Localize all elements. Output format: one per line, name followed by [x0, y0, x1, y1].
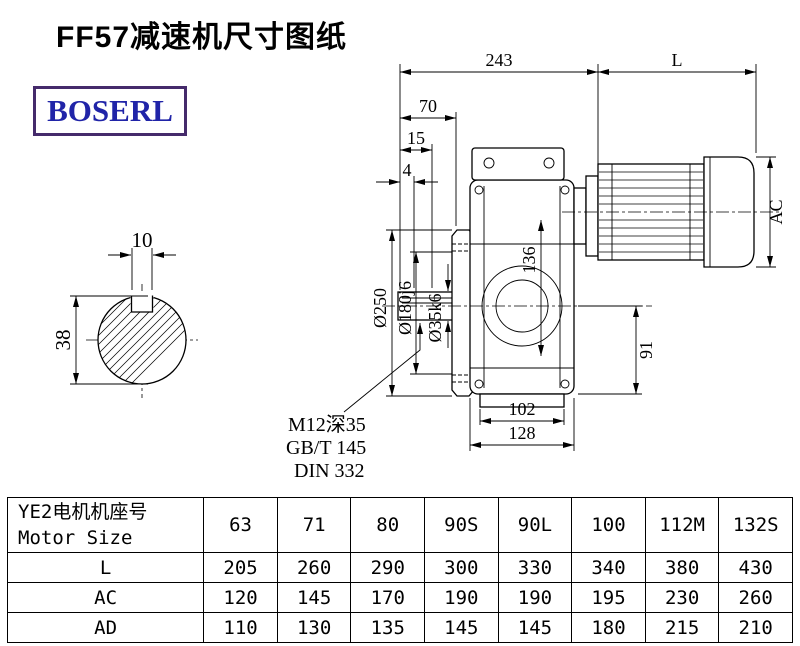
keyway-outline	[130, 295, 154, 313]
bolt-hole	[560, 379, 570, 389]
dimension-key-width: 10	[108, 228, 176, 290]
shaft-section-view: 10 38	[51, 228, 198, 398]
dim-shaft-height-label: 38	[51, 330, 75, 351]
table-cell: 290	[350, 552, 426, 583]
dimension-102: 102	[479, 399, 565, 425]
bottom-step	[479, 393, 565, 408]
table-cell: 120	[203, 582, 278, 613]
table-header-row: YE2电机机座号 Motor Size 63 71 80 90S 90L 100…	[6, 497, 793, 553]
table-cell: 135	[350, 612, 426, 643]
table-cell: 190	[424, 582, 499, 613]
bolt-hole	[474, 379, 484, 389]
dim-91-label: 91	[636, 341, 656, 359]
column-header: 90L	[497, 497, 573, 553]
table-cell: 145	[497, 612, 573, 643]
dimension-spigot-dia: Ø180j6	[395, 251, 452, 375]
table-cell: 110	[203, 612, 278, 643]
dimension-70: 70	[400, 96, 457, 226]
bolt-hole	[560, 185, 570, 195]
dimension-128: 128	[469, 398, 575, 451]
bolt-hole	[474, 185, 484, 195]
table-cell: 260	[718, 582, 793, 613]
keyway-void	[130, 291, 154, 312]
motor-size-header: YE2电机机座号 Motor Size	[6, 497, 205, 553]
mounting-hole	[543, 157, 555, 169]
dimension-243: 243	[399, 50, 599, 290]
dimension-136: 136	[519, 220, 544, 356]
column-header: 80	[350, 497, 426, 553]
dim-128-label: 128	[509, 423, 536, 443]
dim-AC-label: AC	[766, 199, 786, 224]
motor-size-table: YE2电机机座号 Motor Size 63 71 80 90S 90L 100…	[6, 497, 793, 643]
table-cell: 380	[644, 552, 720, 583]
top-mounting-plate	[471, 147, 565, 181]
table-row-AD: AD 110 130 135 145 145 180 215 210	[6, 612, 793, 643]
motor-flange	[585, 175, 599, 257]
table-cell: 340	[571, 552, 646, 583]
dim-flange-dia-label: Ø250	[370, 288, 390, 328]
dim-L-label: L	[672, 50, 683, 70]
dim-243-label: 243	[486, 50, 513, 70]
dim-key-width-label: 10	[132, 228, 153, 252]
dimension-4: 4	[376, 160, 438, 288]
row-label: L	[6, 552, 205, 583]
table-cell: 205	[203, 552, 278, 583]
table-cell: 430	[718, 552, 793, 583]
column-header: 112M	[644, 497, 720, 553]
dim-4-label: 4	[403, 160, 412, 180]
note-din-standard: DIN 332	[294, 460, 365, 482]
dim-spigot-dia-label: Ø180j6	[395, 281, 415, 335]
table-cell: 145	[276, 582, 352, 613]
dimension-15: 15	[400, 128, 433, 288]
dimensions: 243 L 70 15 4	[286, 50, 786, 482]
note-gb-standard: GB/T 145	[286, 437, 366, 459]
table-cell: 145	[424, 612, 499, 643]
gearbox-front-view	[382, 147, 782, 408]
column-header: 132S	[718, 497, 793, 553]
gear-housing	[469, 147, 575, 408]
table-cell: 300	[424, 552, 499, 583]
dim-102-label: 102	[509, 399, 536, 419]
row-label: AD	[6, 612, 205, 643]
dim-70-label: 70	[419, 96, 437, 116]
table-cell: 230	[644, 582, 720, 613]
table-cell: 210	[718, 612, 793, 643]
column-header: 63	[203, 497, 278, 553]
table-cell: 190	[497, 582, 573, 613]
dimension-shaft-dia: Ø35k6	[425, 264, 451, 348]
table-cell: 260	[276, 552, 352, 583]
dim-136-label: 136	[519, 247, 539, 274]
dimension-L: L	[598, 50, 757, 153]
dim-shaft-dia-label: Ø35k6	[425, 294, 445, 343]
table-cell: 180	[571, 612, 646, 643]
dimension-drawing: 10 38	[51, 50, 786, 482]
dimension-AC: AC	[756, 156, 786, 268]
input-adapter	[573, 187, 587, 245]
column-header: 100	[571, 497, 646, 553]
table-row-L: L 205 260 290 300 330 340 380 430	[6, 552, 793, 583]
dimension-flange-dia: Ø250	[370, 229, 452, 397]
table-cell: 215	[644, 612, 720, 643]
page-title: FF57减速机尺寸图纸	[56, 21, 348, 54]
row-label: AC	[6, 582, 205, 613]
motor-size-header-en: Motor Size	[18, 527, 133, 549]
thread-note: M12深35 GB/T 145 DIN 332	[286, 323, 423, 482]
motor-fins	[599, 171, 703, 253]
column-header: 90S	[424, 497, 499, 553]
table-cell: 130	[276, 612, 352, 643]
column-header: 71	[276, 497, 352, 553]
dimension-shaft-height: 38	[51, 295, 148, 385]
dimension-91: 91	[578, 305, 656, 395]
mounting-hole	[483, 157, 495, 169]
motor-size-header-cn: YE2电机机座号	[18, 501, 148, 523]
table-cell: 170	[350, 582, 426, 613]
table-row-AC: AC 120 145 170 190 190 195 230 260	[6, 582, 793, 613]
brand-logo: BOSERL	[33, 86, 187, 136]
table-cell: 195	[571, 582, 646, 613]
table-cell: 330	[497, 552, 573, 583]
dim-15-label: 15	[407, 128, 425, 148]
note-thread: M12深35	[288, 413, 366, 436]
